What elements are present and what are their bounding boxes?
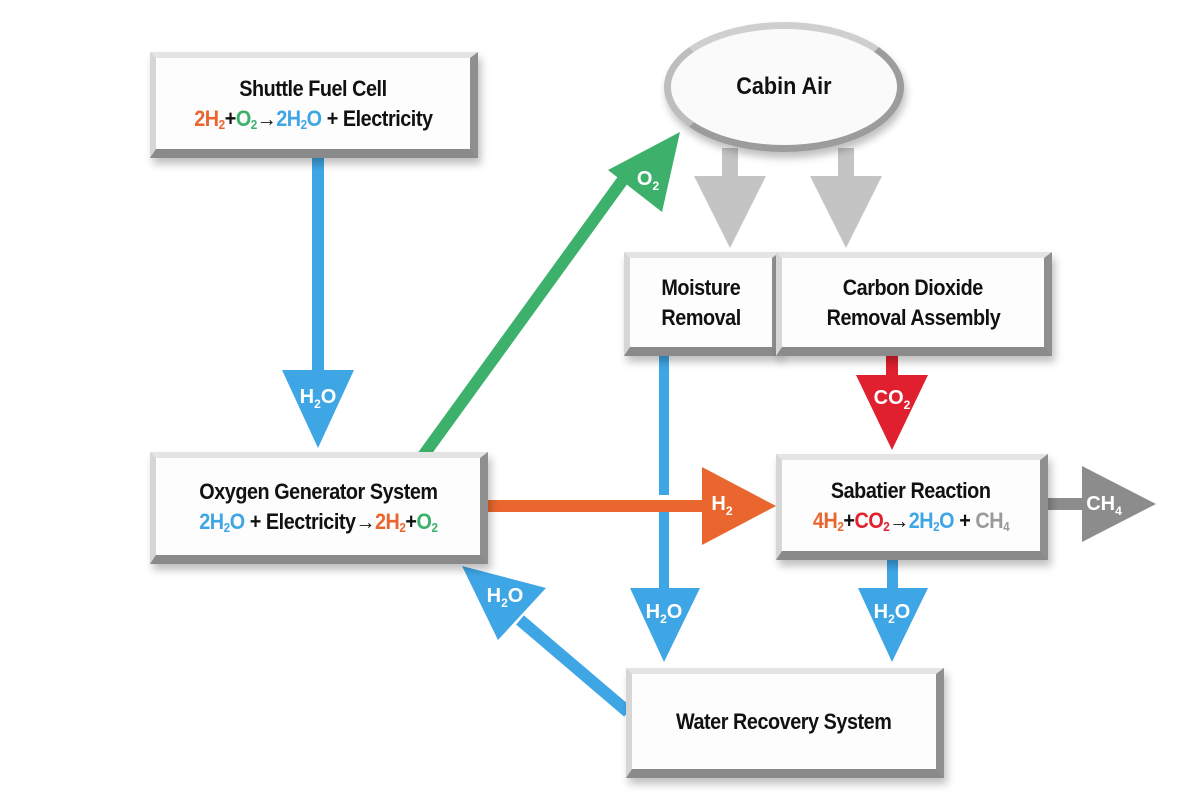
- water-recovery-node: Water Recovery System: [626, 668, 944, 778]
- equation-term: 2H2: [193, 105, 225, 132]
- flow-label-h2o: H2O: [300, 386, 337, 411]
- equation-term: Electricity: [265, 508, 356, 534]
- equation-term: +: [224, 105, 236, 131]
- equation-term: →: [889, 507, 909, 533]
- oxygen-generator-title: Oxygen Generator System: [198, 478, 438, 504]
- equation-term: →: [256, 105, 276, 131]
- equation-term: 4H2: [812, 507, 844, 534]
- equation-term: +: [954, 507, 976, 533]
- equation-term: Electricity: [342, 105, 433, 131]
- arrow-co2-to-sabatier: CO2: [856, 355, 928, 450]
- equation-term: +: [843, 507, 855, 533]
- flow-label-h2o: H2O: [487, 585, 524, 610]
- flow-label-h2o: H2O: [874, 601, 911, 626]
- arrow-ogs-to-sabatier: H2: [480, 467, 776, 545]
- moisture-removal-line1: Moisture: [661, 274, 741, 300]
- flow-label-h2o: H2O: [646, 601, 683, 626]
- moisture-removal-line2: Removal: [661, 304, 741, 330]
- arrow-moisture-to-wrs: H2O: [630, 355, 700, 662]
- equation-term: 2H2O: [908, 507, 955, 534]
- arrow-cabin-to-co2-removal: [810, 148, 882, 248]
- equation-term: +: [321, 105, 343, 131]
- equation-term: O2: [235, 105, 257, 132]
- equation-term: →: [355, 508, 375, 534]
- co2-removal-node: Carbon Dioxide Removal Assembly: [776, 252, 1052, 356]
- flow-label-o2: O2: [637, 168, 660, 193]
- oxygen-generator-equation: 2H2O + Electricity→2H2+O2: [198, 507, 438, 537]
- equation-term: +: [244, 508, 266, 534]
- sabatier-equation: 4H2+CO2→2H2O + CH4: [812, 506, 1010, 536]
- flow-label-h2: H2: [711, 493, 732, 518]
- moisture-removal-node: Moisture Removal: [624, 252, 780, 356]
- equation-term: 2H2: [374, 508, 406, 535]
- arrow-sabatier-methane-out: CH4: [1042, 466, 1156, 542]
- equation-term: CO2: [854, 507, 890, 534]
- flow-label-co2: CO2: [874, 387, 911, 412]
- arrow-fuelcell-to-ogs: H2O: [282, 155, 354, 448]
- equation-term: O2: [416, 508, 438, 535]
- arrow-sabatier-to-wrs: H2O: [858, 555, 928, 662]
- equation-term: 2H2O: [275, 105, 322, 132]
- oxygen-generator-node: Oxygen Generator System 2H2O + Electrici…: [150, 452, 488, 564]
- equation-term: CH4: [975, 507, 1010, 534]
- equation-term: 2H2O: [198, 508, 245, 535]
- sabatier-reaction-node: Sabatier Reaction 4H2+CO2→2H2O + CH4: [776, 454, 1048, 560]
- water-recovery-label: Water Recovery System: [676, 708, 892, 734]
- arrow-cabin-to-moisture: [694, 148, 766, 248]
- arrow-wrs-to-ogs: H2O: [462, 566, 632, 717]
- co2-removal-line1: Carbon Dioxide: [842, 274, 984, 300]
- arrow-ogs-to-cabin: O2: [415, 132, 680, 464]
- co2-removal-line2: Removal Assembly: [826, 304, 1000, 330]
- cabin-air-label: Cabin Air: [736, 73, 832, 100]
- cabin-air-node: Cabin Air: [664, 22, 904, 152]
- equation-term: +: [405, 508, 417, 534]
- shuttle-fuel-cell-node: Shuttle Fuel Cell 2H2+O2→2H2O + Electric…: [150, 52, 478, 158]
- flow-label-ch4: CH4: [1086, 493, 1122, 518]
- sabatier-title: Sabatier Reaction: [831, 477, 991, 503]
- fuel-cell-equation: 2H2+O2→2H2O + Electricity: [193, 104, 433, 134]
- fuel-cell-title: Shuttle Fuel Cell: [239, 75, 387, 101]
